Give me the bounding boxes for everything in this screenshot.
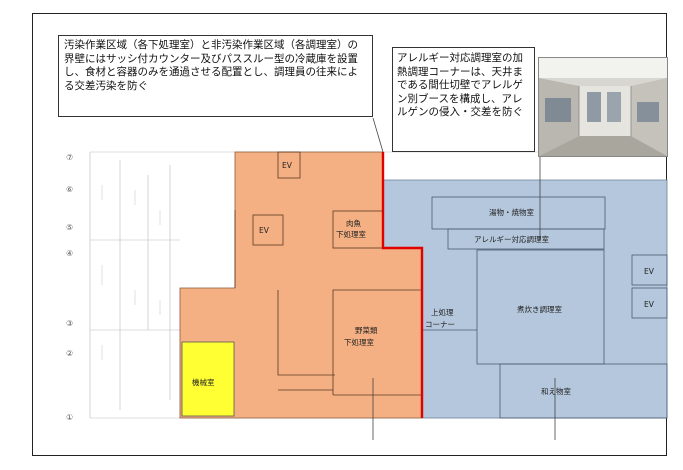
ev-r1-label: EV (644, 267, 655, 276)
vegetable-room-label-2: 下処理室 (344, 337, 374, 347)
upper-corner-label-2: コーナー (425, 320, 455, 329)
machine-room-label: 機械室 (192, 377, 215, 387)
ev-top-label: EV (282, 161, 293, 170)
cooking-room-label: 煮炊き調理室 (517, 304, 562, 314)
grid-label: ⑤ (66, 223, 73, 232)
callout-allergy-booth: アレルギー対応調理室の加熱調理コーナーは、天井まである間仕切壁でアレルゲン別ブー… (392, 47, 535, 152)
leader-lines (372, 117, 556, 440)
grid-label: ⑥ (66, 185, 73, 194)
ev-r1-box (631, 254, 668, 286)
grid-labels: ⑦ ⑥ ⑤ ④ ③ ② ① (66, 153, 73, 422)
ev-left-label: EV (259, 226, 270, 235)
ev-top-box (277, 151, 301, 179)
meat-room-label: 肉魚 (346, 218, 361, 228)
upper-corner-label: 上処理 (431, 307, 454, 317)
dimension-ticks (101, 185, 161, 360)
room-labels: EV EV 肉魚 下処理室 野菜類 下処理室 機械室 湯物・焼物室 アレルギー対… (192, 161, 655, 396)
allergy-room-label: アレルギー対応調理室 (474, 234, 549, 244)
ev-r2-box (631, 287, 668, 319)
callout-cross-contamination: 汚染作業区域（各下処理室）と非汚染作業区域（各調理室）の界壁にはサッシ付カウンタ… (58, 35, 373, 117)
aemono-room-box (499, 363, 668, 419)
vegetable-room-label: 野菜類 (355, 325, 378, 335)
soup-room-label: 湯物・焼物室 (489, 207, 534, 217)
aemono-room-label: 和え物室 (541, 386, 571, 396)
zone-boundary (381, 152, 424, 418)
callout-left-text: 汚染作業区域（各下処理室）と非汚染作業区域（各調理室）の界壁にはサッシ付カウンタ… (64, 39, 358, 92)
grid-label: ① (66, 413, 73, 422)
grid-label: ④ (66, 249, 73, 258)
grid-label: ⑦ (66, 153, 73, 162)
callout-right-text: アレルギー対応調理室の加熱調理コーナーは、天井まである間仕切壁でアレルゲン別ブー… (397, 52, 523, 118)
grid-label: ② (66, 349, 73, 358)
dirty-zone-walls (234, 151, 422, 396)
clean-zone-walls (422, 196, 668, 419)
grid-label: ③ (66, 319, 73, 328)
allergy-room-box (447, 228, 605, 250)
kitchen-photo-icon (539, 58, 667, 156)
machine-room (181, 341, 235, 417)
ev-r2-label: EV (644, 300, 655, 309)
kitchen-photo (538, 57, 668, 157)
ev-left-box (252, 214, 284, 246)
meat-room-label-2: 下処理室 (336, 229, 366, 239)
